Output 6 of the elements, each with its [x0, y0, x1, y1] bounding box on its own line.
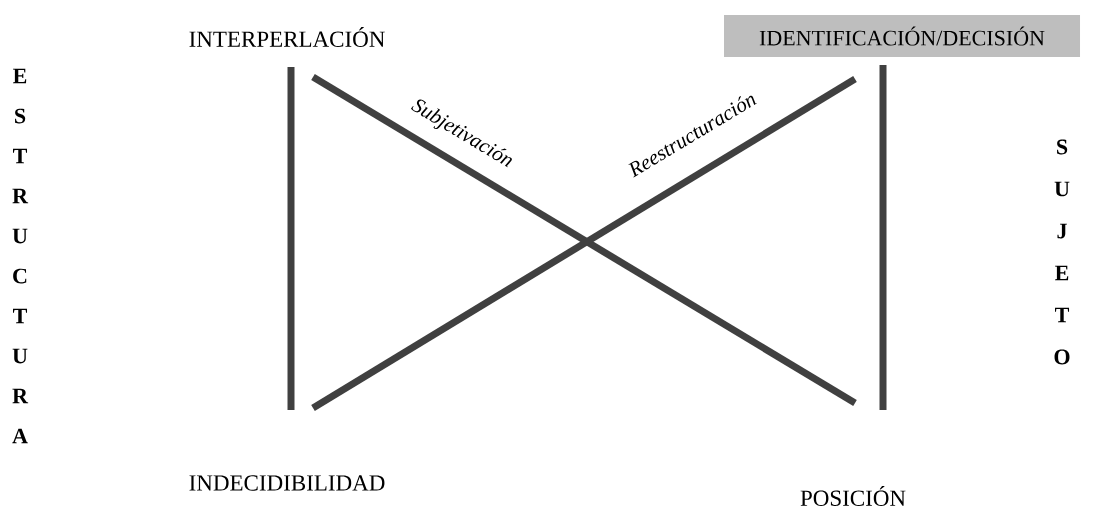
term-label: INDECIDIBILIDAD [189, 475, 385, 491]
term-label: INTERPERLACIÓN [189, 27, 385, 47]
vertical-label: SUJETO [1054, 139, 1070, 365]
highlighted-term-box: IDENTIFICACIÓN/DECISIÓN [724, 15, 1080, 57]
term-label: POSICIÓN [800, 486, 906, 506]
vertical-label: ESTRUCTURA [12, 68, 29, 444]
